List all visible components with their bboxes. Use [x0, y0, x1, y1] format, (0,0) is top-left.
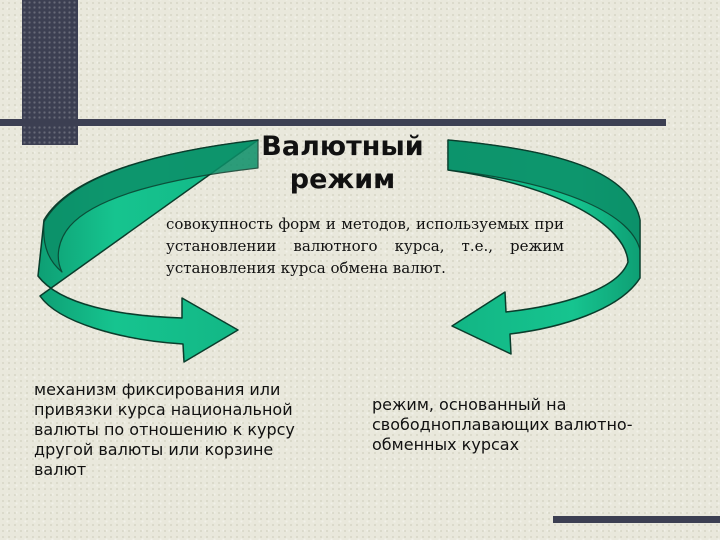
- decorative-bottom-line: [553, 516, 720, 523]
- title-line-2: режим: [289, 164, 396, 195]
- left-branch-text: механизм фиксирования или привязки курса…: [34, 380, 295, 479]
- title-line-1: Валютный: [261, 131, 424, 162]
- right-curved-arrow: [447, 139, 641, 355]
- definition-text: совокупность форм и методов, используемы…: [166, 215, 564, 277]
- diagram-title: Валютный режим: [240, 130, 445, 210]
- right-branch-text: режим, основанный на свободноплавающих в…: [372, 395, 633, 454]
- decorative-top-line: [0, 119, 666, 126]
- left-curved-arrow: [37, 139, 259, 363]
